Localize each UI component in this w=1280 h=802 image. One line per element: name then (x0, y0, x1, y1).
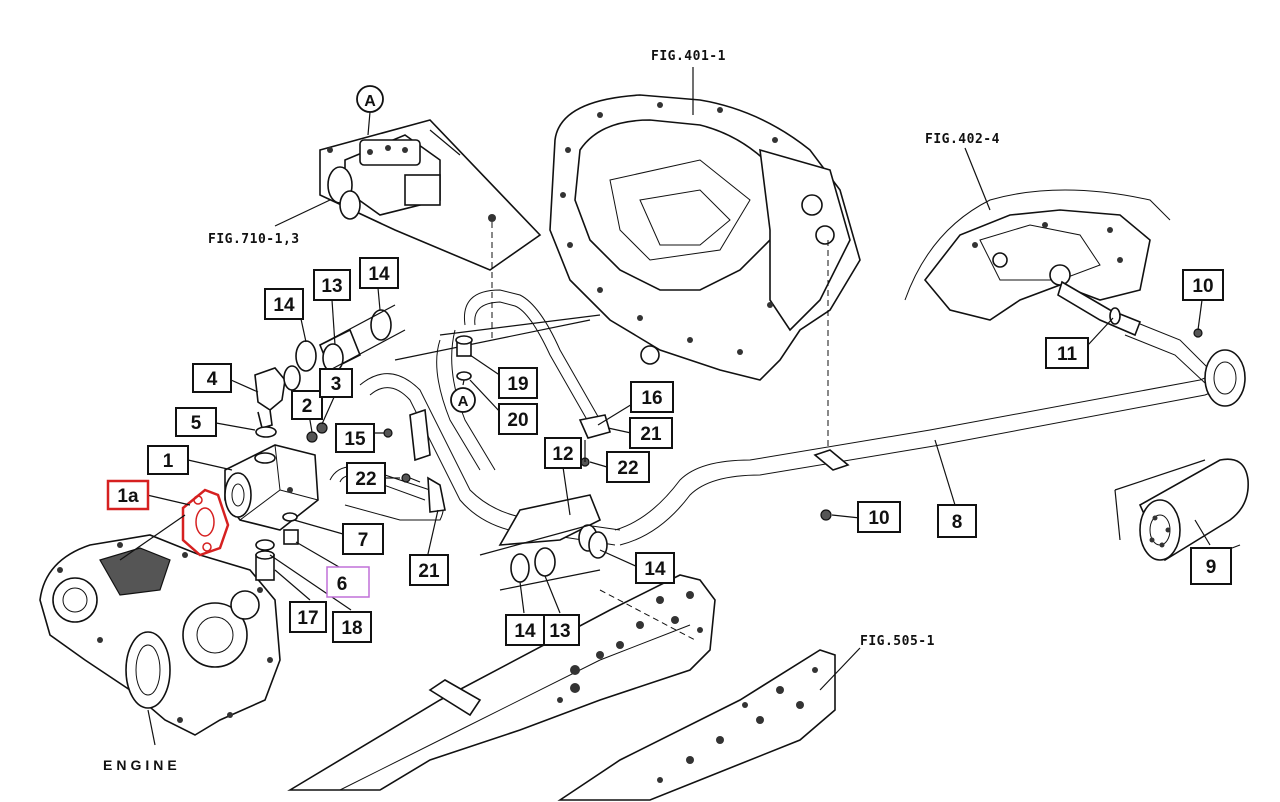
svg-text:1: 1 (163, 451, 174, 472)
svg-text:22: 22 (617, 458, 638, 479)
svg-text:7: 7 (358, 530, 369, 551)
callout-9[interactable]: 9 (1190, 547, 1232, 585)
fig-505-1-ref[interactable]: FIG.505-1 (860, 634, 935, 649)
bolt-3[interactable] (316, 422, 328, 434)
suction-hose-upper[interactable] (295, 304, 406, 373)
pressure-pipe-8[interactable] (614, 280, 1246, 546)
callout-20[interactable]: 20 (498, 403, 538, 435)
svg-text:14: 14 (644, 559, 666, 580)
svg-text:17: 17 (297, 608, 318, 629)
callout-15[interactable]: 15 (335, 423, 375, 453)
callout-6-highlighted[interactable]: 6 (326, 566, 370, 598)
callout-1[interactable]: 1 (147, 445, 189, 475)
callout-17[interactable]: 17 (289, 601, 327, 633)
pump-gasket-highlighted[interactable] (181, 488, 230, 557)
callout-21-middle[interactable]: 21 (409, 554, 449, 586)
svg-text:4: 4 (207, 369, 218, 390)
svg-text:10: 10 (1192, 276, 1213, 297)
callout-2[interactable]: 2 (291, 390, 323, 420)
transmission-housing (549, 94, 861, 455)
svg-text:10: 10 (868, 508, 889, 529)
elbow-fitting[interactable] (254, 365, 301, 430)
svg-text:9: 9 (1206, 557, 1217, 578)
o-ring-5[interactable] (255, 426, 277, 438)
svg-text:A: A (364, 93, 376, 110)
rear-axle-housing (904, 189, 1171, 321)
callout-19[interactable]: 19 (498, 367, 538, 399)
fig-710-1-3-ref[interactable]: FIG.710-1,3 (208, 232, 300, 247)
valve-assembly-detail (319, 119, 542, 340)
callout-13-lower[interactable]: 13 (540, 614, 580, 646)
fitting-17[interactable] (255, 539, 275, 581)
bolt-2[interactable] (306, 431, 318, 443)
svg-text:22: 22 (355, 469, 376, 490)
svg-text:5: 5 (191, 413, 202, 434)
callout-14-lower-right[interactable]: 14 (635, 552, 675, 584)
detail-a-marker-top: A (356, 85, 384, 136)
callout-7[interactable]: 7 (342, 523, 384, 555)
bolt-22[interactable] (401, 440, 590, 483)
callout-4[interactable]: 4 (192, 363, 232, 393)
svg-text:15: 15 (344, 429, 366, 450)
fitting-19[interactable] (455, 335, 473, 381)
svg-text:20: 20 (507, 410, 528, 431)
fig-401-1-ref[interactable]: FIG.401-1 (651, 49, 726, 64)
leader-lines (119, 287, 1211, 614)
callout-5[interactable]: 5 (175, 407, 217, 437)
callout-10-rear[interactable]: 10 (1182, 269, 1224, 301)
callout-8[interactable]: 8 (937, 504, 977, 538)
svg-text:2: 2 (302, 396, 313, 417)
svg-text:A: A (458, 393, 469, 410)
clamp-bracket-21[interactable] (409, 408, 611, 513)
callout-14-lower-left[interactable]: 14 (505, 614, 545, 646)
svg-text:11: 11 (1057, 344, 1078, 365)
callout-14-upper-left[interactable]: 14 (264, 288, 304, 320)
callout-1a-highlighted[interactable]: 1a (106, 479, 150, 511)
callout-22-left[interactable]: 22 (346, 462, 386, 494)
svg-text:13: 13 (321, 276, 342, 297)
callout-10-bracket[interactable]: 10 (857, 501, 901, 533)
svg-text:14: 14 (514, 621, 536, 642)
callout-18[interactable]: 18 (332, 611, 372, 643)
callout-11[interactable]: 11 (1045, 337, 1089, 369)
bolt-15[interactable] (383, 428, 393, 438)
callout-13-upper[interactable]: 13 (313, 269, 351, 301)
fitting-6[interactable] (282, 512, 299, 545)
svg-text:21: 21 (418, 561, 440, 582)
hydraulic-pump[interactable] (224, 444, 319, 531)
callout-12[interactable]: 12 (544, 437, 582, 469)
callout-14-upper-right[interactable]: 14 (359, 257, 399, 289)
svg-text:12: 12 (552, 444, 573, 465)
svg-text:13: 13 (549, 621, 570, 642)
hose-clamps-lower[interactable] (479, 494, 608, 591)
svg-text:8: 8 (952, 512, 963, 533)
svg-text:14: 14 (273, 295, 295, 316)
engine-label: ENGINE (103, 757, 181, 773)
svg-text:14: 14 (368, 264, 390, 285)
svg-text:6: 6 (337, 574, 348, 595)
svg-text:16: 16 (641, 388, 662, 409)
svg-text:1a: 1a (117, 486, 139, 507)
callout-21-right[interactable]: 21 (629, 417, 673, 449)
bracket-10[interactable] (813, 328, 1203, 521)
callout-16[interactable]: 16 (630, 381, 674, 413)
engine-gear-housing (39, 534, 281, 736)
chassis-frame (287, 574, 836, 801)
svg-text:21: 21 (640, 424, 662, 445)
fig-402-4-ref[interactable]: FIG.402-4 (925, 132, 1000, 147)
svg-text:3: 3 (331, 374, 342, 395)
oil-filter[interactable] (1114, 458, 1249, 562)
callout-3[interactable]: 3 (319, 368, 353, 398)
svg-text:18: 18 (341, 618, 362, 639)
svg-text:19: 19 (507, 374, 528, 395)
detail-a-marker-lower: A (450, 379, 476, 413)
callout-22-right[interactable]: 22 (606, 451, 650, 483)
